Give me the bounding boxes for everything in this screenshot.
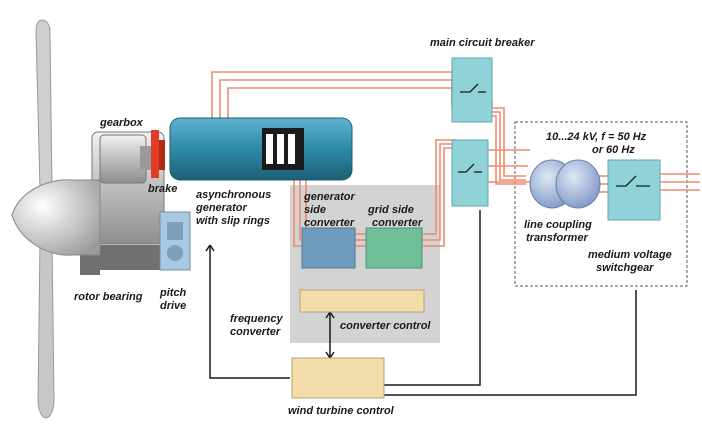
generator-side-converter bbox=[301, 227, 356, 269]
generator-side-converter-label-line3: converter bbox=[304, 217, 355, 229]
switchgear-label-line1: medium voltage bbox=[588, 249, 672, 261]
main-circuit-breaker-bottom bbox=[451, 139, 489, 207]
generator-label-line1: asynchronous bbox=[196, 189, 271, 201]
generator-label-line3: with slip rings bbox=[196, 215, 270, 227]
gearbox bbox=[99, 134, 147, 184]
pitch-drive-label-line1: pitch bbox=[159, 287, 187, 299]
pitch-drive-label-line2: drive bbox=[160, 300, 186, 312]
voltage-label-line2: or 60 Hz bbox=[592, 144, 635, 156]
control-lines bbox=[205, 210, 637, 396]
transformer-label-line2: transformer bbox=[526, 232, 588, 244]
rotor-hub bbox=[11, 179, 101, 256]
pitch-drive-gear bbox=[167, 245, 183, 261]
gearbox-label: gearbox bbox=[99, 117, 144, 129]
wind-turbine-control bbox=[291, 357, 385, 399]
rotor-bearing-frame bbox=[80, 235, 175, 275]
gearbox-shaft bbox=[140, 146, 154, 170]
transformer-label-line1: line coupling bbox=[524, 219, 592, 231]
frequency-converter-label-line2: converter bbox=[230, 326, 281, 338]
converter-control bbox=[299, 289, 425, 313]
switchgear-label-line2: switchgear bbox=[596, 262, 654, 274]
grid-side-converter-label-line1: grid side bbox=[367, 204, 414, 216]
brake-label: brake bbox=[148, 183, 177, 195]
frequency-converter-label-line1: frequency bbox=[230, 313, 283, 325]
generator-side-converter-label-line2: side bbox=[304, 204, 326, 216]
main-circuit-breaker-label: main circuit breaker bbox=[430, 37, 535, 49]
rotor-blades bbox=[35, 19, 55, 419]
line-coupling-transformer bbox=[529, 159, 601, 209]
slip-rings bbox=[262, 128, 304, 170]
grid-connection-enclosure bbox=[514, 121, 688, 287]
voltage-label-line1: 10...24 kV, f = 50 Hz bbox=[546, 131, 647, 143]
grid-side-converter bbox=[365, 227, 423, 269]
brake bbox=[151, 130, 159, 178]
medium-voltage-switchgear bbox=[607, 159, 661, 221]
pitch-drive-motor bbox=[167, 222, 183, 240]
wind-turbine-control-label: wind turbine control bbox=[288, 405, 395, 417]
converter-control-label: converter control bbox=[340, 320, 431, 332]
grid-side-converter-label-line2: converter bbox=[372, 217, 423, 229]
pitch-drive bbox=[159, 211, 191, 271]
main-circuit-breaker-top bbox=[451, 57, 493, 123]
generator-label-line2: generator bbox=[195, 202, 247, 214]
generator bbox=[169, 117, 353, 181]
generator-side-converter-label-line1: generator bbox=[303, 191, 355, 203]
brake-disc bbox=[159, 140, 165, 170]
rotor-bearing-label: rotor bearing bbox=[74, 291, 143, 303]
